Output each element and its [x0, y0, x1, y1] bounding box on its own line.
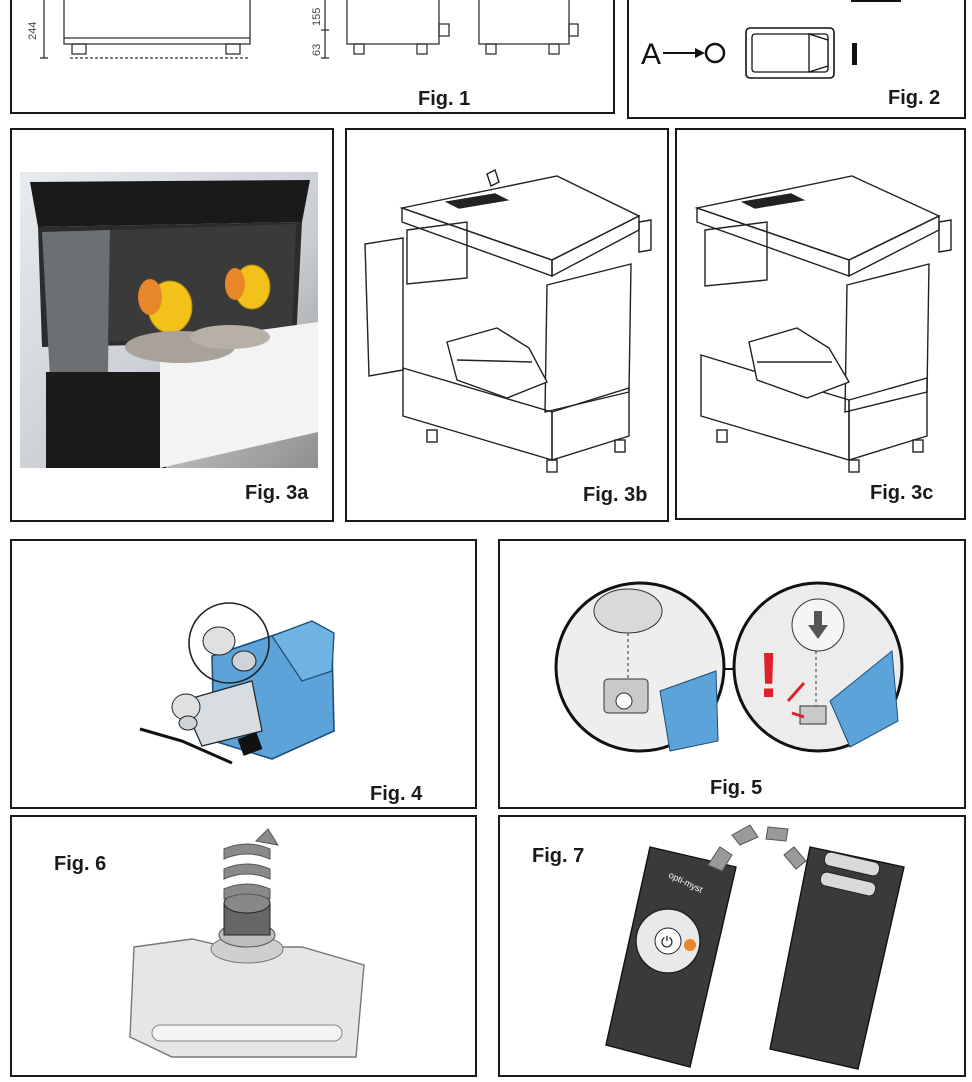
fig1-dim-base: 63 — [311, 44, 323, 56]
fig1-dimension-drawing: 244 155 63 — [27, 0, 579, 59]
fig3a-caption: Fig. 3a — [245, 482, 309, 504]
fig5-caption: Fig. 5 — [710, 777, 763, 799]
fig7-arrow-icon — [707, 824, 807, 872]
fig1-dim-height: 244 — [27, 22, 39, 40]
fig4-water-tank-drawing — [139, 602, 335, 765]
fig7-power-icon: ⏻ — [661, 933, 673, 951]
fig4-caption: Fig. 4 — [370, 783, 423, 805]
fig2-on-symbol-icon — [852, 43, 857, 65]
fig2-caption: Fig. 2 — [888, 87, 941, 109]
fig5-transducer-drawing: ! — [554, 581, 904, 753]
fig3c-caption: Fig. 3c — [870, 482, 934, 504]
fig5-panel: ! Fig. 5 — [498, 539, 966, 809]
fig2-panel: A Fig. 2 — [627, 0, 966, 119]
fig6-rotate-arrow-icon — [223, 828, 280, 900]
fig7-caption: Fig. 7 — [532, 845, 585, 867]
fig2-rocker-switch-icon — [745, 27, 835, 79]
fig2-off-symbol-icon — [704, 42, 726, 64]
fig3c-panel: Fig. 3c — [675, 128, 966, 520]
fig3a-fireplace-photo — [20, 172, 318, 468]
fig2-pointer-letter: A — [641, 38, 661, 71]
fig2-arrow-icon — [663, 48, 705, 58]
fig3b-caption: Fig. 3b — [583, 484, 648, 506]
fig7-remote-drawing: ⏻ opti-myst — [605, 824, 905, 1070]
fig2-switch-diagram: A — [641, 0, 901, 79]
fig1-dim-body: 155 — [311, 8, 323, 26]
fig1-caption: Fig. 1 — [418, 88, 471, 110]
fig3a-panel: Fig. 3a — [10, 128, 334, 522]
fig4-panel: Fig. 4 — [10, 539, 477, 809]
fig3c-assembly-drawing — [694, 175, 952, 473]
fig3b-panel: Fig. 3b — [345, 128, 669, 522]
fig1-panel: 244 155 63 Fig. 1 — [10, 0, 615, 114]
fig6-caption: Fig. 6 — [54, 853, 107, 875]
fig6-cap-drawing — [129, 828, 365, 1058]
fig3b-assembly-drawing — [364, 169, 652, 473]
fig7-panel: ⏻ opti-myst Fig. 7 — [498, 815, 966, 1077]
fig6-panel: Fig. 6 — [10, 815, 477, 1077]
fig5-warning-icon: ! — [758, 639, 779, 711]
